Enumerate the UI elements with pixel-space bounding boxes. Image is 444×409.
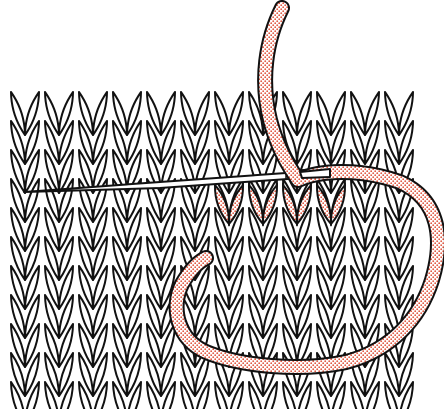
- duplicate-stitch-row: [215, 185, 345, 224]
